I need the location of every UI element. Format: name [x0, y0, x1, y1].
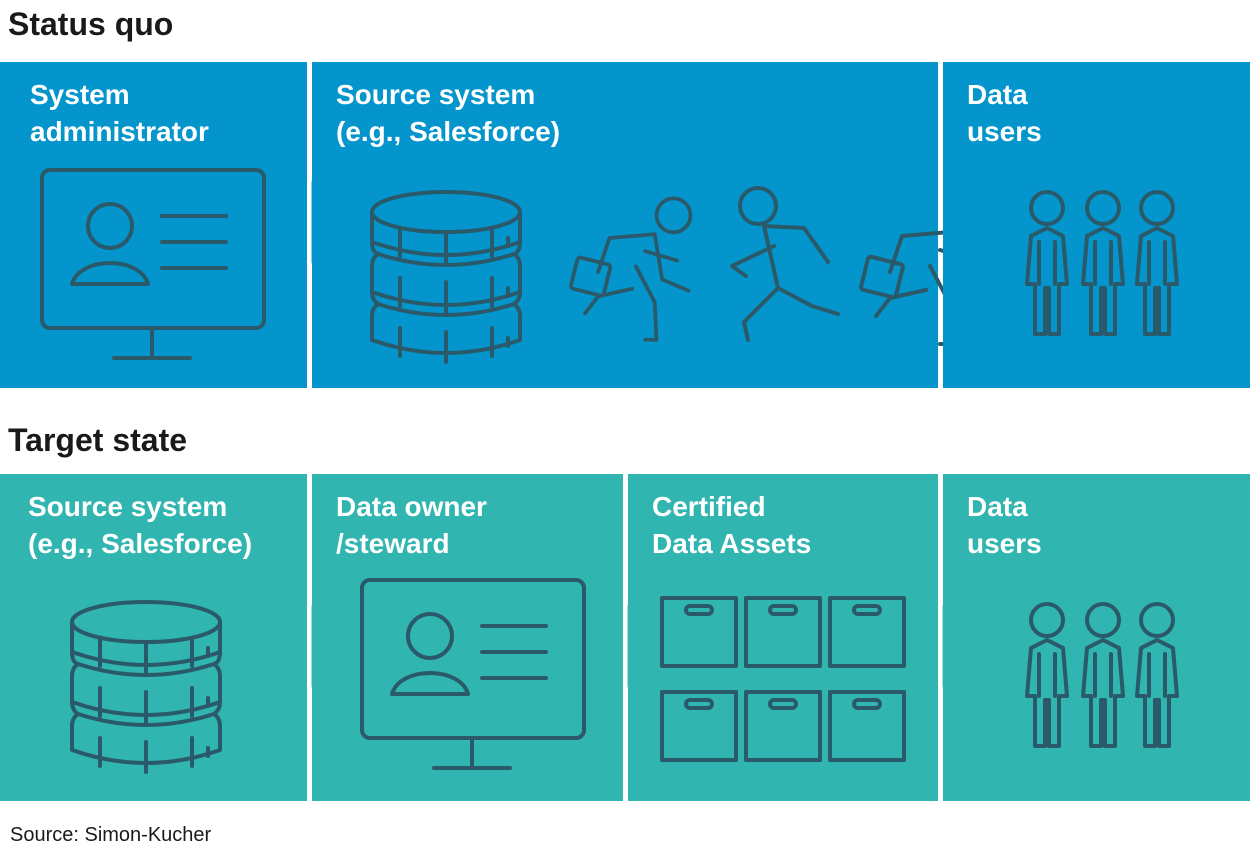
running-person-icon — [568, 188, 698, 352]
panel-label: System administrator — [30, 79, 209, 147]
panel-data-owner-steward: Data owner /steward — [312, 474, 623, 801]
panel-label: Source system (e.g., Salesforce) — [28, 491, 253, 559]
computer-profile-icon — [40, 168, 268, 364]
target-state-title: Target state — [8, 422, 188, 458]
panel-system-administrator: System administrator — [0, 62, 307, 388]
panel-certified-data-assets: Certified Data Assets — [628, 474, 938, 801]
panel-source-system: Source system (e.g., Salesforce) — [0, 474, 307, 801]
panel-label: Data users — [967, 79, 1042, 147]
running-person-icon — [724, 186, 848, 350]
panel-data-users: Data users — [943, 62, 1250, 388]
computer-profile-icon — [360, 578, 588, 774]
database-icon — [70, 598, 226, 780]
source-note: Source: Simon-Kucher — [10, 824, 212, 846]
panel-source-system: Source system (e.g., Salesforce) — [312, 62, 990, 388]
status-quo-title: Status quo — [8, 6, 174, 42]
people-group-icon — [1023, 598, 1183, 768]
panel-label: Data users — [967, 491, 1042, 559]
database-icon — [370, 188, 526, 370]
panel-label: Certified Data Assets — [652, 491, 812, 559]
panel-data-users: Data users — [943, 474, 1250, 801]
boxes-icon — [660, 596, 910, 766]
people-group-icon — [1023, 186, 1183, 356]
panel-label: Source system (e.g., Salesforce) — [336, 79, 561, 147]
panel-label: Data owner /steward — [336, 491, 487, 559]
